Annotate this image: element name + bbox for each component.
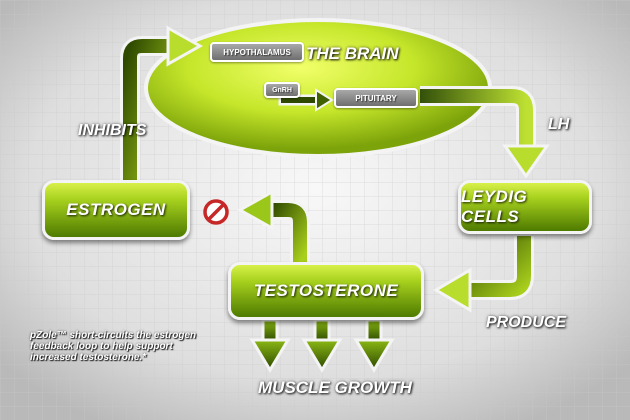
muscle-arrow-2 [301,318,343,373]
estrogen-label: ESTROGEN [66,200,166,219]
arrow-to-estrogen-head [236,189,274,231]
lh-label: LH [548,116,570,133]
produce-label: PRODUCE [486,314,567,331]
leydig-cells-label: LEYDIG CELLS [461,187,528,226]
testosterone-node: TESTOSTERONE [228,262,424,320]
arrow-lh-head [502,144,550,179]
footnote-text: pZole™ short-circuits the estrogen feedb… [30,330,197,363]
testosterone-label: TESTOSTERONE [253,281,399,300]
arrow-inhibits-head [166,25,204,67]
gnrh-label: GnRH [272,86,292,94]
arrow-produce-head [433,267,472,313]
gnrh-node: GnRH [264,82,300,98]
pituitary-node: PITUITARY [334,88,418,108]
arrow-gnrh-head [315,88,334,112]
muscle-arrow-3 [353,318,395,373]
muscle-arrow-1 [249,318,291,373]
hypothalamus-label: HYPOTHALAMUS [223,47,291,57]
inhibits-label: INHIBITS [78,122,147,139]
brain-label: THE BRAIN [306,44,399,63]
muscle-arrows [249,318,395,373]
hypothalamus-node: HYPOTHALAMUS [210,42,304,62]
muscle-growth-label: MUSCLE GROWTH [258,378,412,397]
estrogen-node: ESTROGEN [42,180,190,240]
pituitary-label: PITUITARY [355,93,397,103]
no-entry-icon [203,199,229,225]
leydig-cells-node: LEYDIG CELLS [458,180,592,234]
